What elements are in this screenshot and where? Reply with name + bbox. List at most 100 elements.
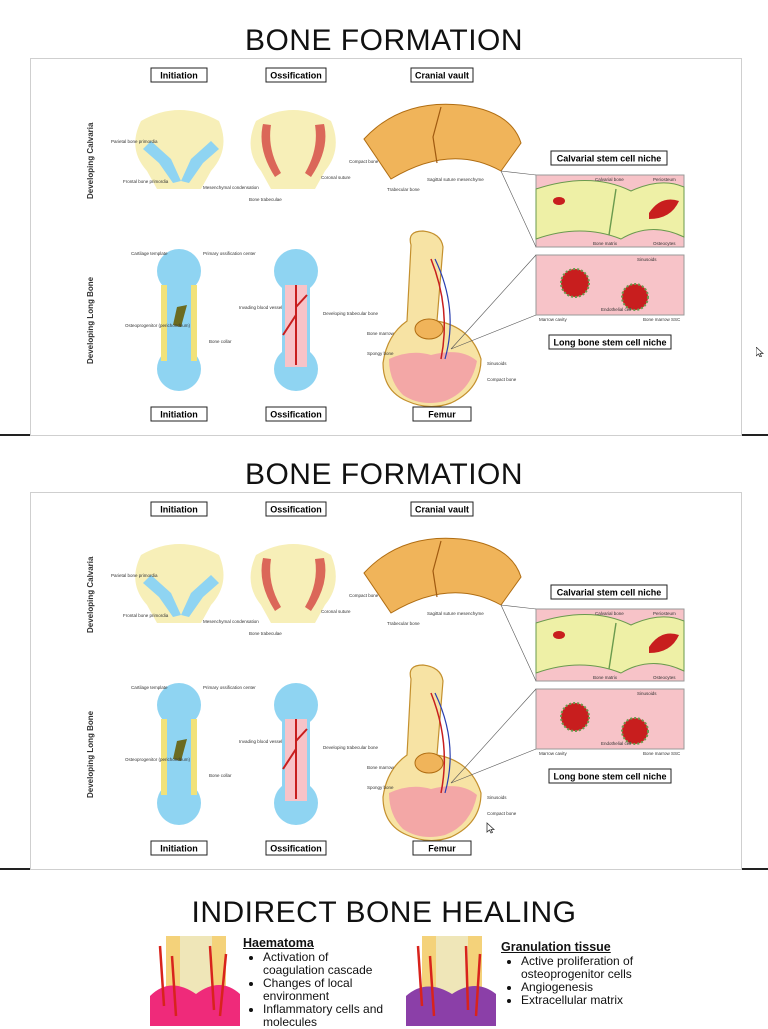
femur-illustration-2: Bone marrow Spongy bone Sinusoids Compac… bbox=[367, 664, 517, 842]
svg-text:Bone trabeculae: Bone trabeculae bbox=[249, 197, 282, 202]
svg-text:Ossification: Ossification bbox=[270, 505, 322, 515]
footer-initiation: Initiation bbox=[150, 406, 208, 422]
svg-text:Ossification: Ossification bbox=[270, 410, 322, 420]
svg-text:Osteocytes: Osteocytes bbox=[653, 675, 676, 680]
list-item: Angiogenesis bbox=[521, 981, 651, 994]
slide-indirect-bone-healing: INDIRECT BONE HEALING Haematoma Activati… bbox=[0, 870, 768, 1029]
svg-text:Bone collar: Bone collar bbox=[209, 773, 232, 778]
calvaria-initiation-illustration-2: Parietal bone primordia Frontal bone pri… bbox=[111, 544, 259, 624]
svg-text:Bone trabeculae: Bone trabeculae bbox=[249, 631, 282, 636]
svg-text:Ossification: Ossification bbox=[270, 844, 322, 854]
calvarial-niche-illustration-2: Calvarial bone Periosteum Bone matrix Os… bbox=[535, 608, 685, 682]
calvarial-niche-box: Calvarial stem cell niche bbox=[550, 150, 668, 166]
long-bone-niche-box-2: Long bone stem cell niche bbox=[548, 768, 672, 784]
svg-text:Developing trabecular bone: Developing trabecular bone bbox=[323, 311, 379, 316]
svg-text:Sinusoids: Sinusoids bbox=[637, 691, 657, 696]
long-bone-ossification-illustration: Invading blood vessel Developing trabecu… bbox=[239, 249, 379, 391]
svg-text:Spongy bone: Spongy bone bbox=[367, 351, 394, 356]
svg-text:Coronal suture: Coronal suture bbox=[321, 175, 351, 180]
bone-formation-figure: Initiation Ossification Cranial vault De… bbox=[30, 58, 742, 436]
svg-text:Ossification: Ossification bbox=[270, 71, 322, 81]
long-bone-niche-illustration-2: Sinusoids Endothelial cell Marrow cavity… bbox=[535, 688, 685, 756]
list-item: Activation of coagulation cascade bbox=[263, 951, 393, 977]
list-item: Changes of local environment bbox=[263, 977, 393, 1003]
svg-text:Initiation: Initiation bbox=[160, 505, 198, 515]
svg-text:Parietal bone primordia: Parietal bone primordia bbox=[111, 139, 158, 144]
svg-text:Bone marrow SSC: Bone marrow SSC bbox=[643, 751, 681, 756]
svg-text:Compact bone: Compact bone bbox=[487, 377, 517, 382]
svg-text:Compact bone: Compact bone bbox=[487, 811, 517, 816]
col-header-cranial-vault-2: Cranial vault bbox=[410, 501, 474, 517]
figure-svg-2: Initiation Ossification Cranial vault De… bbox=[86, 501, 685, 856]
long-bone-initiation-illustration-2: Cartilage template Primary ossification … bbox=[125, 683, 256, 825]
svg-text:Endothelial cell: Endothelial cell bbox=[601, 307, 631, 312]
svg-text:Frontal bone primordia: Frontal bone primordia bbox=[123, 613, 169, 618]
svg-text:Initiation: Initiation bbox=[160, 844, 198, 854]
granulation-bullets: Active proliferation of osteoprogenitor … bbox=[501, 955, 651, 1007]
col-header-cranial-vault: Cranial vault bbox=[410, 67, 474, 83]
svg-text:Femur: Femur bbox=[428, 844, 456, 854]
svg-text:Endothelial cell: Endothelial cell bbox=[601, 741, 631, 746]
mouse-cursor-icon-2 bbox=[486, 822, 496, 834]
healing-title: INDIRECT BONE HEALING bbox=[191, 896, 577, 929]
long-bone-niche-box: Long bone stem cell niche bbox=[548, 334, 672, 350]
svg-text:Osteoprogenitor (perichondrium: Osteoprogenitor (perichondrium) bbox=[125, 757, 191, 762]
svg-text:Bone matrix: Bone matrix bbox=[593, 675, 618, 680]
svg-text:Femur: Femur bbox=[428, 410, 456, 420]
connector-lines bbox=[450, 170, 537, 350]
list-item: Active proliferation of osteoprogenitor … bbox=[521, 955, 651, 981]
long-bone-niche-illustration: Sinusoids Endothelial cell Marrow cavity… bbox=[535, 254, 685, 322]
row-label-long-bone-2: Developing Long Bone bbox=[86, 710, 95, 798]
svg-text:Periosteum: Periosteum bbox=[653, 611, 676, 616]
svg-text:Invading blood vessel: Invading blood vessel bbox=[239, 305, 282, 310]
svg-text:Sagittal suture mesenchyme: Sagittal suture mesenchyme bbox=[427, 611, 484, 616]
svg-text:Mesenchymal condensation: Mesenchymal condensation bbox=[203, 185, 259, 190]
svg-text:Trabecular bone: Trabecular bone bbox=[387, 187, 420, 192]
list-item: Inflammatory cells and molecules bbox=[263, 1003, 393, 1029]
svg-text:Mesenchymal condensation: Mesenchymal condensation bbox=[203, 619, 259, 624]
svg-text:Osteoprogenitor (perichondrium: Osteoprogenitor (perichondrium) bbox=[125, 323, 191, 328]
svg-text:Osteocytes: Osteocytes bbox=[653, 241, 676, 246]
col-header-ossification-2: Ossification bbox=[265, 501, 327, 517]
slide-bone-formation-1: BONE FORMATION Initiation Ossification C… bbox=[0, 0, 768, 436]
footer-ossification: Ossification bbox=[265, 406, 327, 422]
footer-femur-2: Femur bbox=[412, 840, 472, 856]
granulation-heading: Granulation tissue bbox=[501, 940, 611, 954]
row-label-calvaria-2: Developing Calvaria bbox=[86, 556, 95, 633]
svg-text:Frontal bone primordia: Frontal bone primordia bbox=[123, 179, 169, 184]
svg-text:Invading blood vessel: Invading blood vessel bbox=[239, 739, 282, 744]
haematoma-heading: Haematoma bbox=[243, 936, 314, 950]
femur-illustration: Bone marrow Spongy bone Sinusoids Compac… bbox=[367, 230, 517, 408]
svg-text:Initiation: Initiation bbox=[160, 410, 198, 420]
svg-text:Sinusoids: Sinusoids bbox=[487, 795, 507, 800]
cranial-vault-illustration-2: Compact bone Trabecular bone Sagittal su… bbox=[349, 537, 522, 626]
svg-text:Cartilage template: Cartilage template bbox=[131, 685, 168, 690]
col-header-initiation: Initiation bbox=[150, 67, 208, 83]
svg-text:Calvarial bone: Calvarial bone bbox=[595, 611, 624, 616]
svg-text:Cartilage template: Cartilage template bbox=[131, 251, 168, 256]
svg-text:Sagittal suture mesenchyme: Sagittal suture mesenchyme bbox=[427, 177, 484, 182]
calvaria-ossification-illustration-2: Coronal suture Bone trabeculae bbox=[249, 544, 351, 636]
calvaria-initiation-illustration: Parietal bone primordia Frontal bone pri… bbox=[111, 110, 259, 190]
footer-femur: Femur bbox=[412, 406, 472, 422]
svg-text:Compact bone: Compact bone bbox=[349, 593, 379, 598]
svg-text:Calvarial stem cell niche: Calvarial stem cell niche bbox=[557, 154, 662, 164]
col-header-ossification: Ossification bbox=[265, 67, 327, 83]
svg-text:Sinusoids: Sinusoids bbox=[637, 257, 657, 262]
haematoma-illustration bbox=[150, 936, 240, 1026]
svg-text:Bone marrow: Bone marrow bbox=[367, 331, 395, 336]
calvaria-ossification-illustration: Coronal suture Bone trabeculae bbox=[249, 110, 351, 202]
calvarial-niche-illustration: Calvarial bone Periosteum Bone matrix Os… bbox=[535, 174, 685, 248]
svg-text:Long bone stem cell niche: Long bone stem cell niche bbox=[553, 338, 666, 348]
row-label-long-bone: Developing Long Bone bbox=[86, 276, 95, 364]
slide-bone-formation-2: BONE FORMATION Initiation Ossification C… bbox=[0, 436, 768, 870]
granulation-column: Granulation tissue Active proliferation … bbox=[501, 940, 651, 1007]
col-header-initiation-2: Initiation bbox=[150, 501, 208, 517]
footer-ossification-2: Ossification bbox=[265, 840, 327, 856]
calvarial-niche-box-2: Calvarial stem cell niche bbox=[550, 584, 668, 600]
list-item: Extracellular matrix bbox=[521, 994, 651, 1007]
long-bone-initiation-illustration: Cartilage template Primary ossification … bbox=[125, 249, 256, 391]
granulation-illustration bbox=[406, 936, 496, 1026]
svg-text:Primary ossification center: Primary ossification center bbox=[203, 251, 256, 256]
svg-text:Marrow cavity: Marrow cavity bbox=[539, 317, 568, 322]
